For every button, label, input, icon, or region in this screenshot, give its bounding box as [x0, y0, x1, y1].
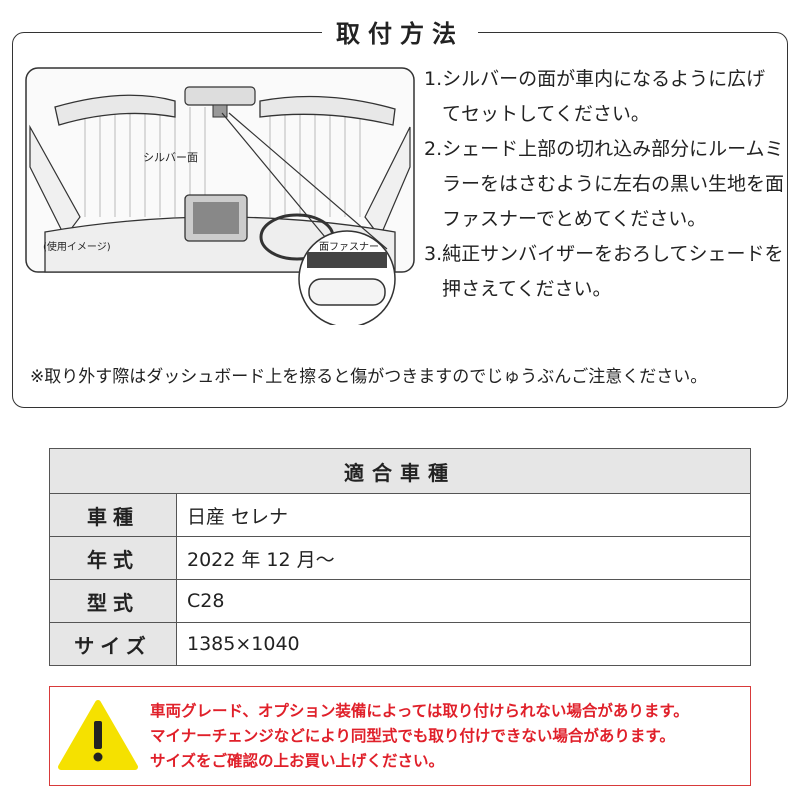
usage-image-label: (使用イメージ) [43, 240, 111, 253]
removal-note: ※取り外す際はダッシュボード上を擦ると傷がつきますのでじゅうぶんご注意ください。 [30, 367, 708, 387]
install-step-1: 1.シルバーの面が車内になるように広げてセットしてください。 [424, 68, 766, 125]
row-label: 車種 [49, 493, 177, 537]
install-steps: 1.シルバーの面が車内になるように広げてセットしてください。 2.シェード上部の… [424, 62, 784, 307]
warning-triangle-icon [58, 700, 138, 770]
table-header-row: 適合車種 [49, 448, 751, 494]
table-row: サイズ 1385×1040 [49, 622, 751, 666]
warning-box: 車両グレード、オプション装備によっては取り付けられない場合があります。 マイナー… [49, 686, 751, 786]
install-step-3: 3.純正サンバイザーをおろしてシェードを押さえてください。 [424, 243, 784, 300]
install-step-2: 2.シェード上部の切れ込み部分にルームミラーをはさむように左右の黒い生地を面ファ… [424, 138, 785, 230]
table-title: 適合車種 [49, 448, 751, 494]
install-title: 取付方法 [0, 14, 800, 49]
row-value: 日産 セレナ [176, 493, 751, 537]
row-value: 1385×1040 [176, 622, 751, 666]
warning-line-3: サイズをご確認の上お買い上げください。 [150, 752, 445, 770]
silver-side-label: シルバー面 [143, 151, 198, 164]
compatible-vehicle-table: 適合車種 車種 日産 セレナ 年式 2022 年 12 月〜 型式 C28 サイ… [49, 448, 751, 666]
warning-text: 車両グレード、オプション装備によっては取り付けられない場合があります。 マイナー… [150, 699, 689, 774]
table-row: 型式 C28 [49, 579, 751, 623]
fastener-label: 面ファスナー [319, 241, 379, 253]
row-label: 型式 [49, 579, 177, 623]
row-value: C28 [176, 579, 751, 623]
table-row: 年式 2022 年 12 月〜 [49, 536, 751, 580]
install-title-text: 取付方法 [322, 20, 478, 48]
warning-line-2: マイナーチェンジなどにより同型式でも取り付けできない場合があります。 [150, 727, 675, 745]
car-interior-illustration: シルバー面 (使用イメージ) 面ファスナー [25, 67, 415, 325]
table-row: 車種 日産 セレナ [49, 493, 751, 537]
warning-line-1: 車両グレード、オプション装備によっては取り付けられない場合があります。 [150, 702, 689, 720]
row-value: 2022 年 12 月〜 [176, 536, 751, 580]
row-label: サイズ [49, 622, 177, 666]
row-label: 年式 [49, 536, 177, 580]
